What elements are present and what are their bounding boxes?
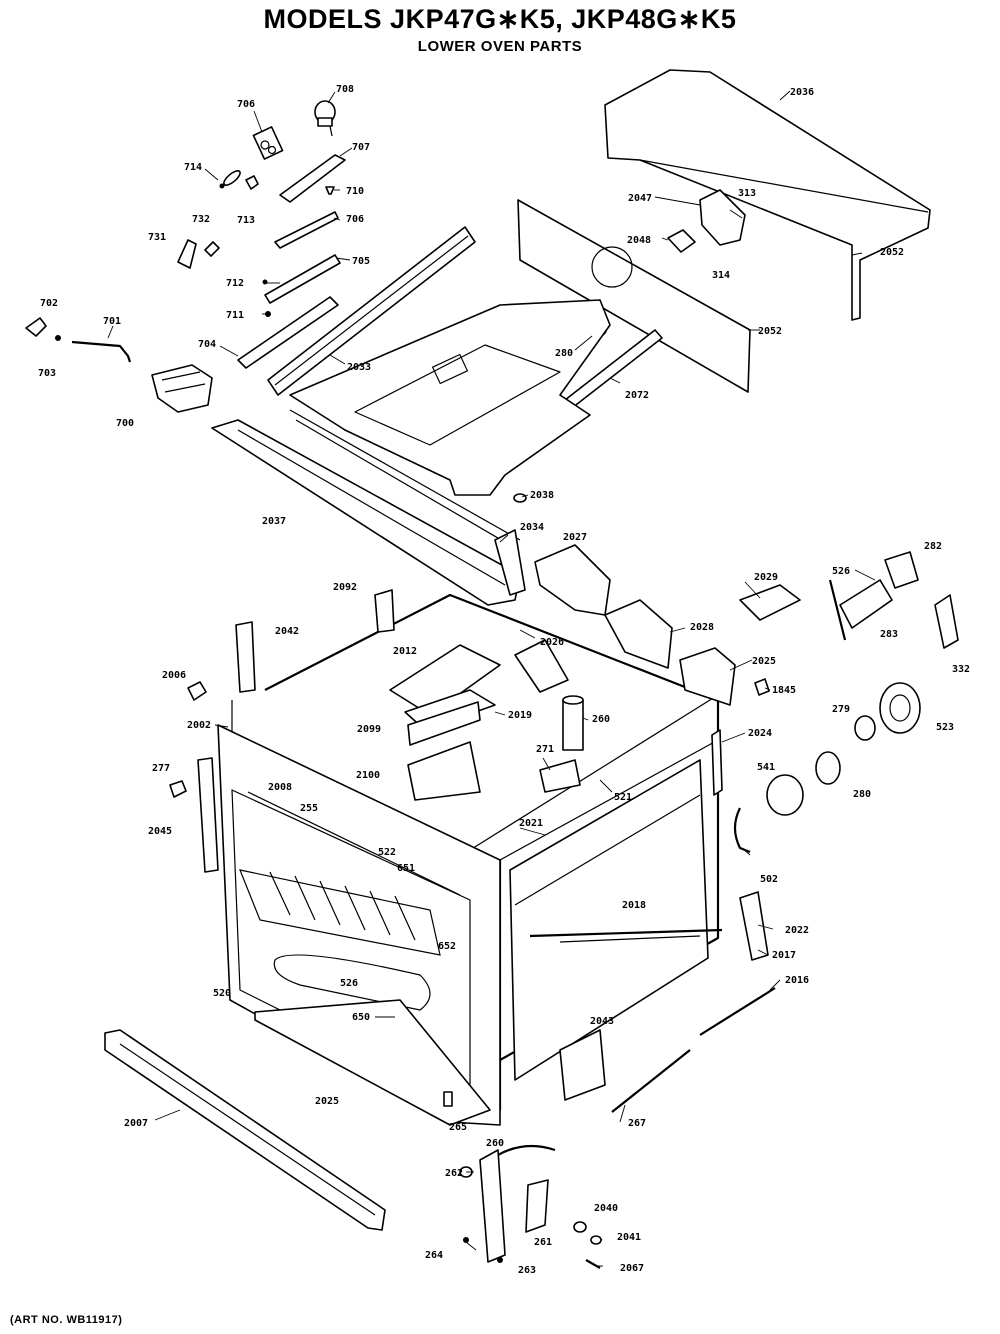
part-label: 2016 bbox=[785, 975, 809, 986]
part-label: 705 bbox=[352, 256, 370, 267]
art-number: (ART NO. WB11917) bbox=[10, 1314, 123, 1326]
part-label: 2012 bbox=[393, 646, 417, 657]
part-label: 2041 bbox=[617, 1232, 641, 1243]
part-label: 2008 bbox=[268, 782, 292, 793]
part-label: 526 bbox=[832, 566, 850, 577]
insulation-and-ducts bbox=[389, 529, 736, 801]
part-label: 255 bbox=[300, 803, 318, 814]
oven-top-panel bbox=[211, 299, 611, 606]
diagram-title: MODELS JKP47G∗K5, JKP48G∗K5 bbox=[263, 4, 737, 34]
part-label: 2002 bbox=[187, 720, 211, 731]
part-label: 706 bbox=[237, 99, 255, 110]
part-label: 713 bbox=[237, 215, 255, 226]
part-label: 277 bbox=[152, 763, 170, 774]
part-label: 2022 bbox=[785, 925, 809, 936]
leader-lines bbox=[107, 90, 876, 1267]
part-label: 2027 bbox=[563, 532, 587, 543]
part-label: 282 bbox=[924, 541, 942, 552]
part-label: 711 bbox=[226, 310, 244, 321]
part-label: 2025 bbox=[315, 1096, 339, 1107]
back-panels bbox=[517, 69, 931, 409]
part-label: 541 bbox=[757, 762, 775, 773]
part-label: 2099 bbox=[357, 724, 381, 735]
part-label: 2048 bbox=[627, 235, 651, 246]
part-label: 2040 bbox=[594, 1203, 618, 1214]
part-label: 707 bbox=[352, 142, 370, 153]
part-label: 2028 bbox=[690, 622, 714, 633]
latch-assembly-parts bbox=[25, 100, 346, 413]
part-label: 260 bbox=[486, 1138, 504, 1149]
part-label: 280 bbox=[853, 789, 871, 800]
oven-cavity bbox=[169, 589, 723, 1126]
part-label: 2067 bbox=[620, 1263, 644, 1274]
part-label: 502 bbox=[760, 874, 778, 885]
part-label: 701 bbox=[103, 316, 121, 327]
part-label: 2072 bbox=[625, 390, 649, 401]
part-label: 2038 bbox=[530, 490, 554, 501]
part-label: 1845 bbox=[772, 685, 796, 696]
part-label: 2024 bbox=[748, 728, 772, 739]
part-label: 2006 bbox=[162, 670, 186, 681]
part-label: 732 bbox=[192, 214, 210, 225]
part-label: 2017 bbox=[772, 950, 796, 961]
door-and-hinge-parts bbox=[104, 1029, 602, 1269]
part-label: 708 bbox=[336, 84, 354, 95]
part-label: 651 bbox=[397, 863, 415, 874]
part-label: 262 bbox=[445, 1168, 463, 1179]
rail-2033 bbox=[267, 226, 476, 396]
part-label: 263 bbox=[518, 1265, 536, 1276]
part-label: 2021 bbox=[519, 818, 543, 829]
part-label: 520 bbox=[213, 988, 231, 999]
part-label: 264 bbox=[425, 1250, 443, 1261]
part-label: 2037 bbox=[262, 516, 286, 527]
part-label: 2100 bbox=[356, 770, 380, 781]
part-label: 2092 bbox=[333, 582, 357, 593]
part-label: 710 bbox=[346, 186, 364, 197]
part-label: 521 bbox=[614, 792, 632, 803]
part-label: 526 bbox=[340, 978, 358, 989]
part-label: 2052 bbox=[880, 247, 904, 258]
part-label: 2029 bbox=[754, 572, 778, 583]
part-label: 2018 bbox=[622, 900, 646, 911]
part-label: 2033 bbox=[347, 362, 371, 373]
part-label: 2019 bbox=[508, 710, 532, 721]
part-label: 2036 bbox=[790, 87, 814, 98]
part-label: 523 bbox=[936, 722, 954, 733]
part-label: 314 bbox=[712, 270, 730, 281]
part-labels: 706 708 707 714 713 710 731 732 706 712 … bbox=[38, 84, 970, 1276]
part-label: 2026 bbox=[540, 637, 564, 648]
part-label: 706 bbox=[346, 214, 364, 225]
part-label: 332 bbox=[952, 664, 970, 675]
part-label: 2007 bbox=[124, 1118, 148, 1129]
part-label: 280 bbox=[555, 348, 573, 359]
part-label: 283 bbox=[880, 629, 898, 640]
part-label: 703 bbox=[38, 368, 56, 379]
part-label: 2034 bbox=[520, 522, 544, 533]
diagram-subtitle: LOWER OVEN PARTS bbox=[417, 38, 583, 55]
part-label: 652 bbox=[438, 941, 456, 952]
part-label: 2042 bbox=[275, 626, 299, 637]
part-label: 2043 bbox=[590, 1016, 614, 1027]
part-label: 2047 bbox=[628, 193, 652, 204]
part-label: 712 bbox=[226, 278, 244, 289]
part-label: 261 bbox=[534, 1237, 552, 1248]
part-label: 700 bbox=[116, 418, 134, 429]
part-label: 265 bbox=[449, 1122, 467, 1133]
part-label: 731 bbox=[148, 232, 166, 243]
part-label: 260 bbox=[592, 714, 610, 725]
part-label: 2045 bbox=[148, 826, 172, 837]
part-label: 522 bbox=[378, 847, 396, 858]
part-label: 714 bbox=[184, 162, 202, 173]
part-label: 2052 bbox=[758, 326, 782, 337]
part-label: 650 bbox=[352, 1012, 370, 1023]
part-label: 702 bbox=[40, 298, 58, 309]
part-label: 271 bbox=[536, 744, 554, 755]
part-label: 279 bbox=[832, 704, 850, 715]
part-label: 313 bbox=[738, 188, 756, 199]
part-label: 2025 bbox=[752, 656, 776, 667]
part-label: 704 bbox=[198, 339, 216, 350]
part-label: 267 bbox=[628, 1118, 646, 1129]
